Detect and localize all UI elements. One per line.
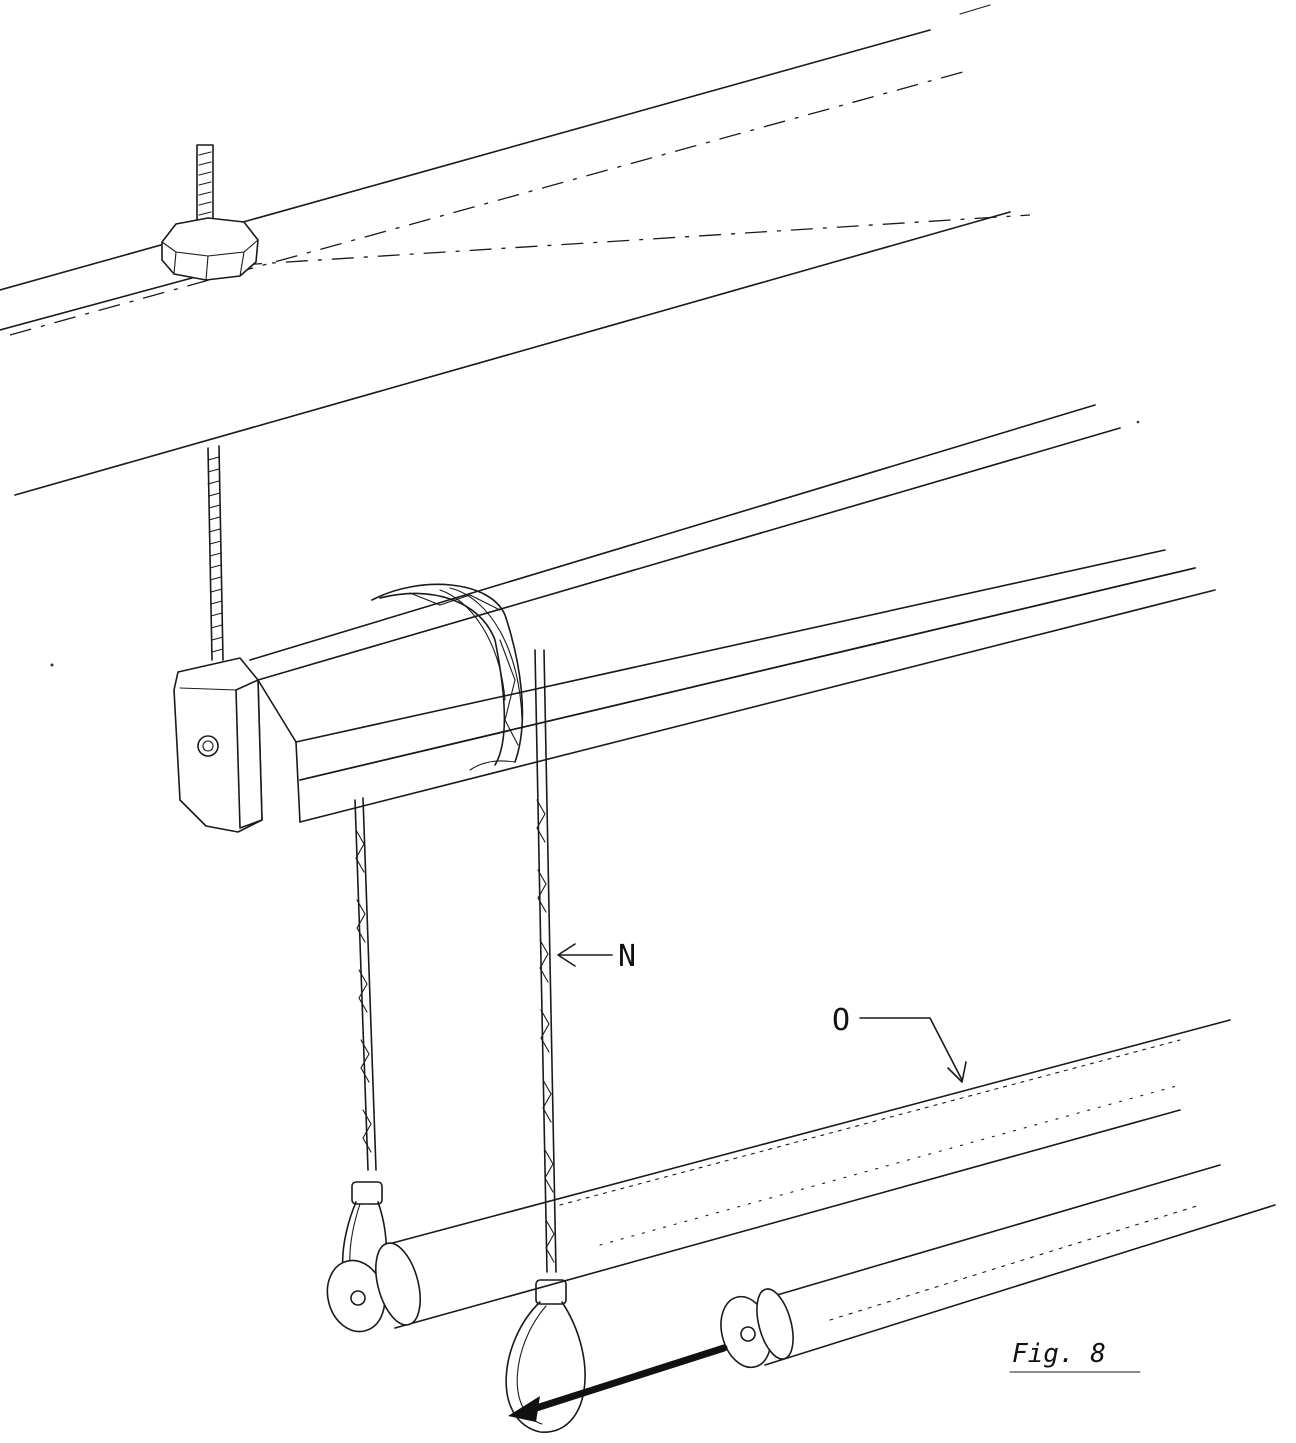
- bottom-rod: [326, 1019, 1231, 1333]
- label-o: O: [832, 1003, 850, 1038]
- speck: [1136, 420, 1140, 424]
- label-n-group: N: [557, 939, 636, 974]
- pull-arrow: [508, 1344, 728, 1422]
- hex-nut: [161, 217, 259, 281]
- cord-coil: [371, 583, 524, 771]
- end-cap: [173, 657, 263, 833]
- speck: [50, 663, 54, 667]
- right-cord: [534, 649, 557, 1273]
- second-rod: [720, 1164, 1276, 1369]
- rail: [249, 404, 1216, 823]
- label-o-group: O: [832, 1003, 967, 1083]
- ceiling-lines: [0, 4, 1031, 496]
- caption-group: Fig. 8: [1009, 1339, 1141, 1373]
- threaded-rod: [207, 445, 224, 661]
- figure-caption: Fig. 8: [1012, 1339, 1106, 1369]
- label-n: N: [618, 939, 636, 974]
- left-cord: [354, 797, 377, 1171]
- right-cord-loop: [505, 1279, 586, 1433]
